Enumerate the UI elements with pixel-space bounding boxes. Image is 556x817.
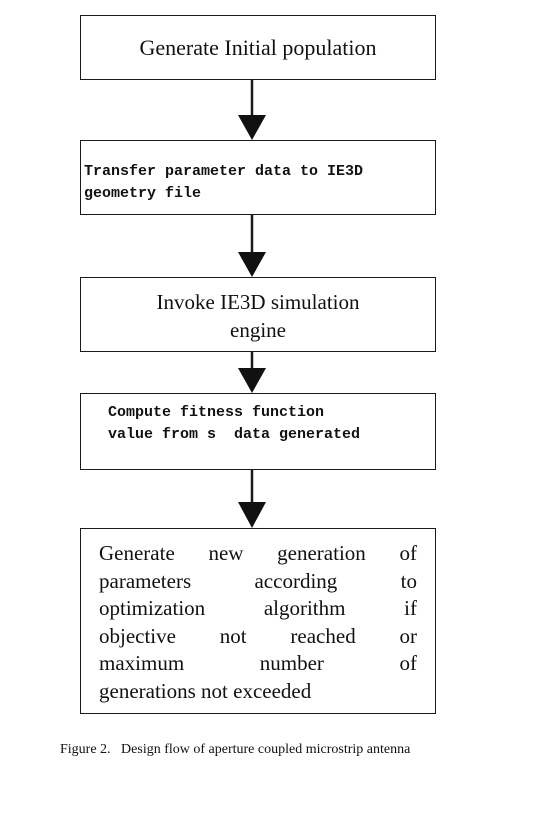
figure-caption: Figure 2. Design flow of aperture couple… <box>60 742 411 757</box>
step-2-box: Transfer parameter data to IE3D geometry… <box>80 140 436 215</box>
step-3-line-2: engine <box>230 318 286 342</box>
arrow-2-to-3 <box>238 215 266 277</box>
step-5-line-5: maximum number of <box>99 651 417 675</box>
step-4-line-1: Compute fitness function <box>108 404 325 421</box>
step-2-line-2: geometry file <box>84 185 202 202</box>
arrow-3-head <box>238 368 266 393</box>
step-5-line-3: optimization algorithm if <box>99 596 417 620</box>
arrow-1-to-2 <box>238 80 266 140</box>
step-5-line-6: generations not exceeded <box>99 678 312 703</box>
arrow-4-to-5 <box>238 470 266 528</box>
step-2-line-1: Transfer parameter data to IE3D <box>84 163 364 180</box>
step-5-box: Generate new generation of parameters ac… <box>80 528 436 714</box>
step-4-line-2: value from s data generated <box>108 426 361 443</box>
step-4-box: Compute fitness function value from s da… <box>80 393 436 470</box>
arrow-1-head <box>238 115 266 140</box>
arrow-4-head <box>238 502 266 528</box>
step-5-line-4: objective not reached or <box>99 623 417 648</box>
step-3-line-1: Invoke IE3D simulation <box>156 290 360 314</box>
step-5-line-1: Generate new generation of <box>99 541 417 565</box>
step-5-line-2: parameters according to <box>99 568 417 593</box>
arrow-2-head <box>238 252 266 277</box>
arrow-3-to-4 <box>238 352 266 393</box>
step-1-box: Generate Initial population <box>80 15 436 80</box>
step-3-box: Invoke IE3D simulation engine <box>80 277 436 352</box>
step-1-text: Generate Initial population <box>139 34 377 60</box>
